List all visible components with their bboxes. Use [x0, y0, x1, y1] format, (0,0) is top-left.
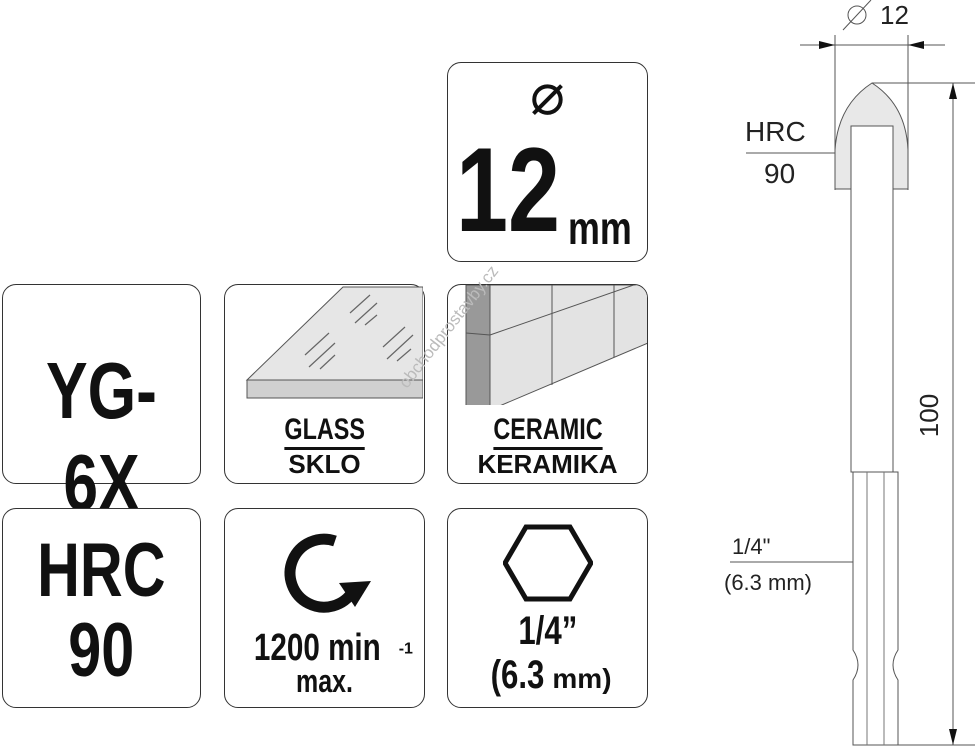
speed-wrap: 1200 min -1: [225, 627, 424, 670]
shank-inch: 1/4”: [518, 609, 577, 653]
carbide-grade-wrap: YG-6X: [3, 345, 200, 529]
material-label-en: CERAMIC: [492, 413, 603, 450]
hexagon-icon: [503, 524, 593, 602]
glass-pane-icon: [245, 286, 423, 399]
ceramic-en-wrap: CERAMIC: [448, 413, 647, 450]
shank-mm: (6.3: [491, 653, 545, 697]
drawing-shank-label: 1/4": [732, 534, 771, 559]
material-label-cz: KERAMIKA: [477, 449, 618, 479]
speed-note-wrap: max.: [225, 663, 424, 700]
speed-note: max.: [296, 663, 353, 699]
shank-mm-unit: mm): [552, 663, 612, 694]
hrc-val-wrap: 90: [3, 607, 200, 694]
hardness-value: 90: [68, 608, 135, 693]
speed-unit-exponent: -1: [398, 640, 413, 658]
shank-inch-wrap: 1/4”: [448, 609, 647, 654]
drawing-hrc-value: 90: [764, 158, 796, 189]
carbide-grade-box: YG-6X: [2, 284, 201, 527]
speed-box: 1200 min -1 max.: [224, 508, 425, 708]
carbide-grade: YG-6X: [46, 346, 157, 527]
diameter-unit: mm: [568, 202, 632, 254]
diameter-symbol: ⌀: [530, 62, 565, 127]
material-label-cz: SKLO: [288, 449, 361, 479]
ceramic-tiles-icon: [465, 285, 647, 405]
diameter-value-row: 12: [456, 125, 589, 255]
material-label-en: GLASS: [284, 413, 365, 450]
drawing-shank-mm: (6.3 mm): [724, 570, 812, 595]
drawing-length-label: 100: [914, 393, 945, 438]
drawing-diameter-label: 12: [880, 0, 909, 30]
rotation-arrow-icon: [284, 533, 371, 613]
material-ceramic-box: CERAMIC KERAMIKA: [447, 284, 648, 484]
speed-value: 1200 min: [253, 627, 381, 669]
drawing-hrc-label: HRC: [745, 116, 806, 147]
hrc-wrap: HRC: [3, 527, 200, 614]
material-glass-box: GLASS SKLO: [224, 284, 425, 484]
hardness-box: HRC 90: [2, 508, 201, 708]
glass-en-wrap: GLASS: [225, 413, 424, 450]
hardness-label: HRC: [37, 528, 166, 613]
ceramic-cz-wrap: KERAMIKA: [448, 449, 647, 480]
diameter-value: 12: [456, 123, 561, 257]
diameter-box: ⌀ 12 mm: [447, 62, 648, 262]
